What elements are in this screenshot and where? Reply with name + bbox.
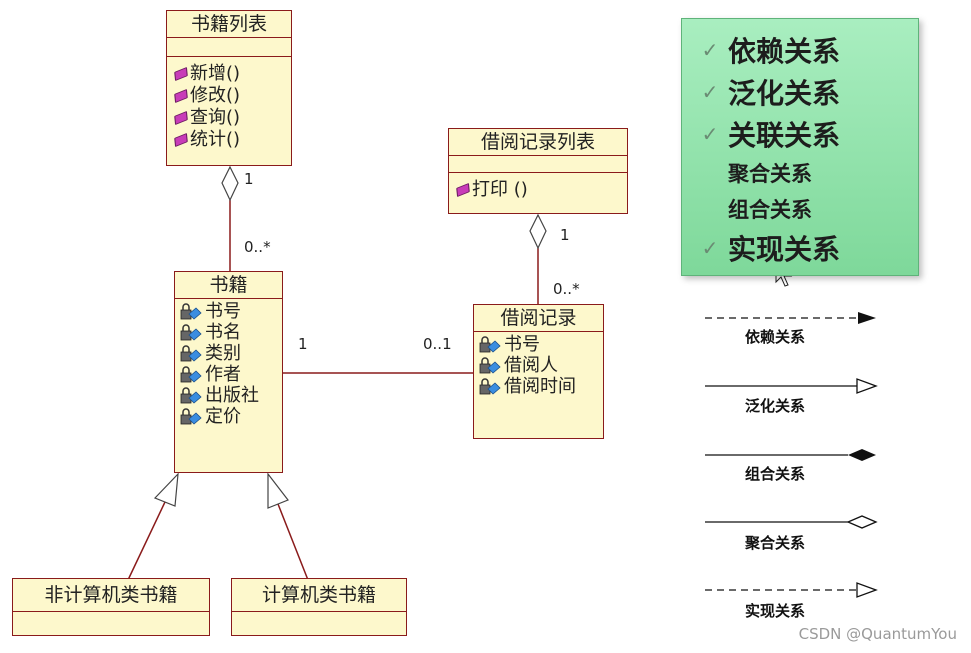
private-attribute-icon — [180, 365, 202, 383]
method-icon — [174, 132, 188, 148]
attribute-label: 书名 — [205, 322, 241, 343]
multiplicity-label: 0..* — [244, 238, 271, 256]
method-item: 新增() — [167, 63, 291, 85]
method-icon — [174, 110, 188, 126]
attribute-label: 借阅人 — [504, 355, 558, 376]
checklist-label: 聚合关系 — [728, 162, 812, 186]
private-attribute-icon — [180, 302, 202, 320]
class-non-computer-book: 非计算机类书籍 — [12, 578, 210, 636]
private-attribute-icon — [180, 323, 202, 341]
attribute-label: 借阅时间 — [504, 376, 576, 397]
attribute-item: 定价 — [175, 406, 282, 427]
class-name: 书籍列表 — [167, 11, 291, 38]
relation-label-composition: 组合关系 — [745, 465, 806, 483]
multiplicity-label: 0..1 — [423, 335, 452, 353]
private-attribute-icon — [479, 335, 501, 353]
aggregation-legend-head — [846, 515, 878, 529]
private-attribute-icon — [180, 407, 202, 425]
class-name: 非计算机类书籍 — [13, 579, 209, 612]
attributes-section — [449, 156, 627, 173]
class-book-list: 书籍列表 新增() 修改() 查询() 统计() — [166, 10, 292, 166]
private-attribute-icon — [479, 356, 501, 374]
checklist-label: 组合关系 — [728, 198, 812, 222]
attribute-label: 书号 — [504, 334, 540, 355]
private-attribute-icon — [180, 386, 202, 404]
checklist-item: 聚合关系 — [682, 155, 918, 191]
class-borrow-list: 借阅记录列表 打印 () — [448, 128, 628, 214]
checklist-label: 关联关系 — [728, 119, 841, 152]
method-item: 统计() — [167, 129, 291, 151]
relation-label-aggregation: 聚合关系 — [745, 534, 806, 552]
class-name: 借阅记录 — [474, 305, 603, 332]
attribute-label: 出版社 — [205, 385, 259, 406]
private-attribute-icon — [479, 377, 501, 395]
aggregation-diamond-booklist — [221, 165, 239, 202]
checklist-item: ✓ 实现关系 — [682, 227, 918, 269]
attributes-section: 书号借阅人借阅时间 — [474, 332, 603, 414]
class-name: 计算机类书籍 — [232, 579, 406, 612]
method-icon — [456, 182, 470, 198]
checklist-item: ✓ 关联关系 — [682, 113, 918, 155]
class-name: 书籍 — [175, 272, 282, 299]
class-borrow-record: 借阅记录 书号借阅人借阅时间 — [473, 304, 604, 439]
attribute-item: 借阅时间 — [474, 376, 603, 397]
class-book: 书籍 书号书名类别作者出版社定价 — [174, 271, 283, 473]
attributes-section — [13, 612, 209, 623]
attribute-item: 类别 — [175, 343, 282, 364]
relations-checklist: ✓ 依赖关系 ✓ 泛化关系 ✓ 关联关系聚合关系组合关系 ✓ 实现关系 — [681, 18, 919, 276]
realization-legend-head — [856, 582, 878, 598]
generalization-arrow-right — [267, 472, 289, 509]
attributes-section — [167, 38, 291, 57]
attributes-section — [232, 612, 406, 623]
attribute-item: 作者 — [175, 364, 282, 385]
class-computer-book: 计算机类书籍 — [231, 578, 407, 636]
attribute-item: 出版社 — [175, 385, 282, 406]
aggregation-diamond-borrowlist — [529, 213, 547, 250]
checklist-item: ✓ 依赖关系 — [682, 29, 918, 71]
attribute-item: 书号 — [474, 334, 603, 355]
attribute-label: 作者 — [205, 364, 241, 385]
attribute-label: 类别 — [205, 343, 241, 364]
method-item: 查询() — [167, 107, 291, 129]
check-icon: ✓ — [701, 80, 719, 104]
method-icon — [174, 88, 188, 104]
attribute-label: 定价 — [205, 406, 241, 427]
method-icon — [174, 66, 188, 82]
multiplicity-label: 1 — [560, 226, 570, 244]
multiplicity-label: 0..* — [553, 280, 580, 298]
multiplicity-label: 1 — [298, 335, 308, 353]
checklist-item: ✓ 泛化关系 — [682, 71, 918, 113]
relation-label-realization: 实现关系 — [745, 602, 806, 620]
attribute-item: 书号 — [175, 301, 282, 322]
check-icon: ✓ — [701, 236, 719, 260]
watermark: CSDN @QuantumYou — [798, 625, 957, 643]
class-name: 借阅记录列表 — [449, 129, 627, 156]
check-icon: ✓ — [701, 122, 719, 146]
relation-label-generalization: 泛化关系 — [745, 397, 806, 415]
generalization-legend-head — [856, 378, 878, 394]
generalization-line-left — [127, 501, 166, 581]
attributes-section: 书号书名类别作者出版社定价 — [175, 299, 282, 453]
private-attribute-icon — [180, 344, 202, 362]
generalization-line-right — [277, 503, 309, 581]
dependency-arrow-head — [858, 312, 876, 324]
composition-legend-head — [848, 449, 876, 461]
checklist-label: 实现关系 — [728, 233, 841, 266]
checklist-item: 组合关系 — [682, 191, 918, 227]
generalization-arrow-left — [153, 472, 179, 507]
checklist-label: 依赖关系 — [728, 35, 841, 68]
checklist-label: 泛化关系 — [728, 77, 841, 110]
methods-section: 新增() 修改() 查询() 统计() — [167, 57, 291, 151]
attribute-label: 书号 — [205, 301, 241, 322]
attribute-item: 借阅人 — [474, 355, 603, 376]
methods-section: 打印 () — [449, 173, 627, 201]
check-icon: ✓ — [701, 38, 719, 62]
method-item: 打印 () — [449, 179, 627, 201]
attribute-item: 书名 — [175, 322, 282, 343]
method-item: 修改() — [167, 85, 291, 107]
multiplicity-label: 1 — [244, 170, 254, 188]
relation-label-dependency: 依赖关系 — [745, 328, 806, 346]
